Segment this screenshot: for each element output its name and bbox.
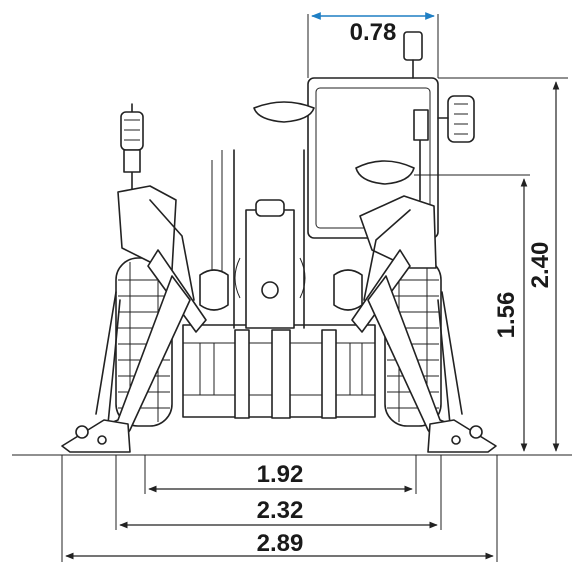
chassis-frame [182, 324, 376, 419]
dimension-outrigger-span: 2.89 [61, 455, 498, 562]
left-wheel [115, 257, 173, 427]
left-stabilizer-pad [61, 419, 131, 453]
left-outrigger [61, 185, 207, 453]
machine-body [61, 31, 497, 453]
right-outrigger [351, 109, 497, 453]
right-hydraulic [333, 269, 363, 311]
dimension-seat-height: 1.56 [414, 174, 530, 452]
side-mirror [447, 95, 475, 143]
cab-width-label: 0.78 [350, 19, 397, 46]
right-stabilizer-pad [427, 419, 497, 453]
rear-seat [253, 101, 315, 123]
dimension-cab-width: 0.78 [307, 12, 439, 78]
dimension-track-width: 1.92 [144, 455, 417, 494]
dimension-outer-width: 2.32 [115, 455, 442, 530]
track-width-label: 1.92 [257, 461, 304, 488]
outrigger-span-label: 2.89 [257, 530, 304, 557]
overall-height-label: 2.40 [527, 242, 554, 289]
left-hydraulic [199, 269, 229, 311]
operator-seat [355, 160, 415, 185]
beacon-light [403, 31, 423, 61]
left-mast [120, 103, 144, 193]
seat-height-label: 1.56 [493, 292, 520, 339]
loader-boom [211, 149, 306, 329]
outer-width-label: 2.32 [257, 497, 304, 524]
dimension-overall-height: 2.40 [438, 77, 568, 452]
